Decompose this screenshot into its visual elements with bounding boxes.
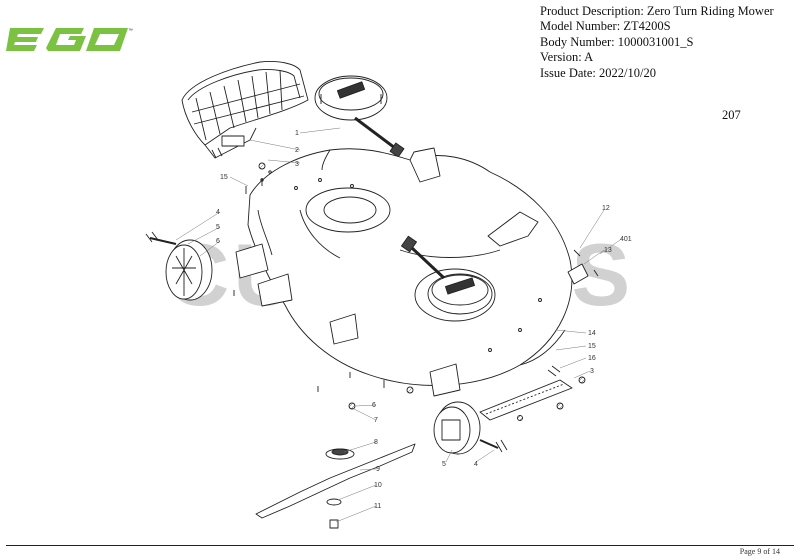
sheet-number: 207 bbox=[722, 108, 741, 122]
callout-16: 16 bbox=[588, 355, 596, 362]
callout-7: 7 bbox=[374, 417, 378, 424]
callout-3: 3 bbox=[295, 161, 299, 168]
callout-6: 6 bbox=[216, 238, 220, 245]
blade bbox=[255, 443, 416, 529]
callout-3b: 3 bbox=[590, 368, 594, 375]
callout-15: 15 bbox=[220, 174, 228, 181]
grass-catcher bbox=[181, 61, 309, 159]
side-bracket bbox=[567, 249, 599, 285]
leader-lines bbox=[175, 127, 621, 523]
page-number: Page 9 of 14 bbox=[739, 547, 780, 556]
callout-6b: 6 bbox=[372, 402, 376, 409]
callout-15b: 15 bbox=[588, 343, 596, 350]
callout-5: 5 bbox=[216, 224, 220, 231]
callout-13: 13 bbox=[604, 247, 612, 254]
fasteners bbox=[233, 162, 586, 421]
version: Version: A bbox=[540, 50, 594, 65]
right-wheel bbox=[433, 401, 508, 455]
footer-divider bbox=[6, 545, 794, 546]
rear-shield bbox=[479, 365, 573, 421]
product-description: Product Description: Zero Turn Riding Mo… bbox=[540, 4, 774, 18]
callout-12: 12 bbox=[602, 205, 610, 212]
upper-motor-assembly bbox=[314, 75, 405, 158]
issue-date: Issue Date: 2022/10/20 bbox=[540, 65, 656, 80]
callout-4b: 4 bbox=[474, 461, 478, 468]
callout-2: 2 bbox=[295, 147, 299, 154]
model-number: Model Number: ZT4200S bbox=[540, 19, 671, 34]
callout-numbers: 1 2 3 15 4 5 6 12 401 13 14 15 16 3 6 7 … bbox=[216, 130, 632, 510]
exploded-parts-diagram: CUTLER'S bbox=[145, 61, 632, 529]
trademark-mark: ™ bbox=[128, 28, 133, 34]
lower-motor-assembly bbox=[401, 235, 493, 315]
body-number: Body Number: 1000031001_S bbox=[540, 34, 694, 49]
callout-10: 10 bbox=[374, 482, 382, 489]
ego-logo: ™ bbox=[6, 24, 136, 59]
callout-401: 401 bbox=[620, 236, 632, 243]
callout-4: 4 bbox=[216, 209, 220, 216]
mower-deck bbox=[235, 147, 573, 397]
product-info-block: Product Description: Zero Turn Riding Mo… bbox=[540, 4, 774, 81]
callout-5b: 5 bbox=[442, 461, 446, 468]
callout-11: 11 bbox=[374, 503, 381, 510]
callout-9: 9 bbox=[376, 466, 380, 473]
callout-8: 8 bbox=[374, 439, 378, 446]
callout-1: 1 bbox=[295, 130, 299, 137]
callout-14: 14 bbox=[588, 330, 596, 337]
